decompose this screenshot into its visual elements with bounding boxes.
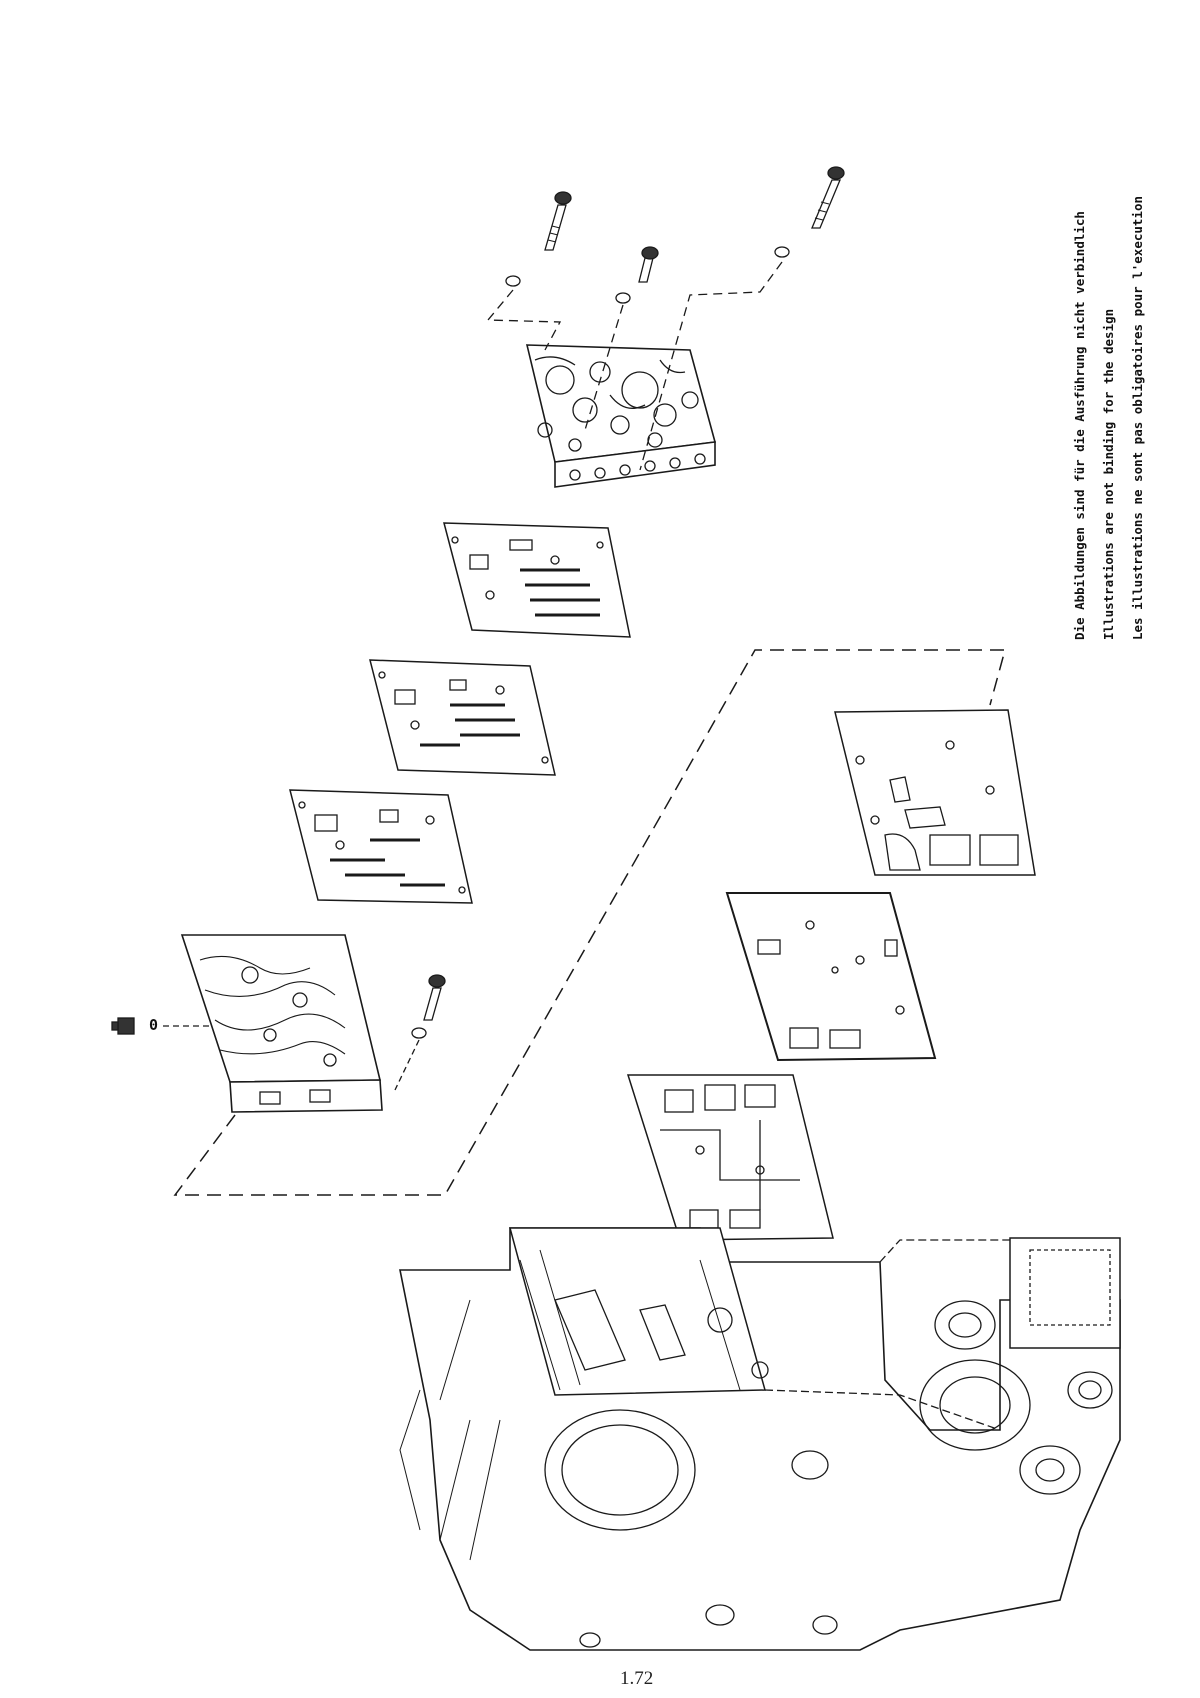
gasket-plate-2 [725,892,937,1062]
lower-bolt [394,974,446,1091]
intermediate-plate-3 [289,789,473,904]
bolt-left [544,191,572,251]
transmission-housing [399,1227,1121,1651]
gasket-plate-3 [626,1074,834,1241]
gasket-plate-1 [834,709,1036,876]
plug-screw [111,1017,135,1035]
intermediate-plate-1 [443,522,631,638]
o-ring-label: 0 [149,1016,159,1034]
bolt-middle [638,246,659,283]
disclaimer-german: Die Abbildungen sind für die Ausführung … [1072,211,1087,640]
disclaimer-english: Illustrations are not binding for the de… [1101,308,1116,640]
disclaimer-french: Les illustrations ne sont pas obligatoir… [1130,195,1145,640]
washers-upper [505,246,790,304]
lower-valve-body [180,934,383,1113]
bolt-right [811,166,845,229]
intermediate-plate-2 [369,659,556,776]
assembly-line-main [173,649,1006,1196]
upper-valve-body [525,344,717,488]
page-number: 1.72 [620,1668,654,1689]
assembly-lines-upper [486,261,783,471]
